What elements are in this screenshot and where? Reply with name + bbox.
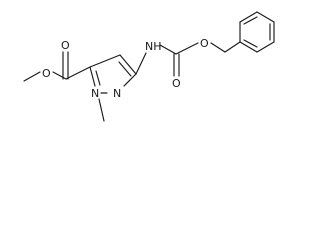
bond-phenyl-2 xyxy=(239,11,258,23)
bond-ring-to-nh xyxy=(135,52,147,75)
bond-ring-c3-n2 xyxy=(123,73,137,87)
bond-methoxy-o-c xyxy=(52,71,67,80)
bond-o-ch2 xyxy=(210,42,226,53)
atom-ester-carbonyl-o: O xyxy=(61,39,70,52)
bond-ch2-phenyl xyxy=(224,41,241,53)
bond-phenyl-inner-3 xyxy=(243,39,258,48)
bond-ring-c4-c3-inner xyxy=(118,61,132,77)
atom-carbamate-o: O xyxy=(200,37,209,50)
bond-n-methyl xyxy=(98,98,105,122)
bond-ring-n1-c5-outer xyxy=(89,66,96,87)
bond-carbonyl-c-o xyxy=(175,42,199,55)
atom-ester-o: O xyxy=(42,67,51,80)
chemical-structure: O O N N NH O O xyxy=(23,11,275,122)
bond-ester-to-ring xyxy=(65,66,91,80)
bond-ring-c4-c3-outer xyxy=(119,54,137,75)
atom-carbamate-carbonyl-o: O xyxy=(172,77,181,90)
bond-ring-c5-c4 xyxy=(89,54,121,68)
bonds xyxy=(23,11,275,122)
atom-amide-nh: NH xyxy=(145,40,162,53)
atom-ring-n2: N xyxy=(113,87,121,100)
bond-ring-n1-c5-inner xyxy=(95,70,101,86)
bond-phenyl-inner-1 xyxy=(243,16,258,25)
bond-phenyl-3 xyxy=(256,11,275,23)
atom-labels: O O N N NH O O xyxy=(42,37,209,100)
bond-phenyl-6 xyxy=(239,41,258,53)
bond-nh-carbonyl-c xyxy=(159,44,177,55)
bond-methoxy-methyl xyxy=(23,71,41,82)
bond-phenyl-5 xyxy=(256,41,275,53)
atom-ring-n1: N xyxy=(91,87,99,100)
